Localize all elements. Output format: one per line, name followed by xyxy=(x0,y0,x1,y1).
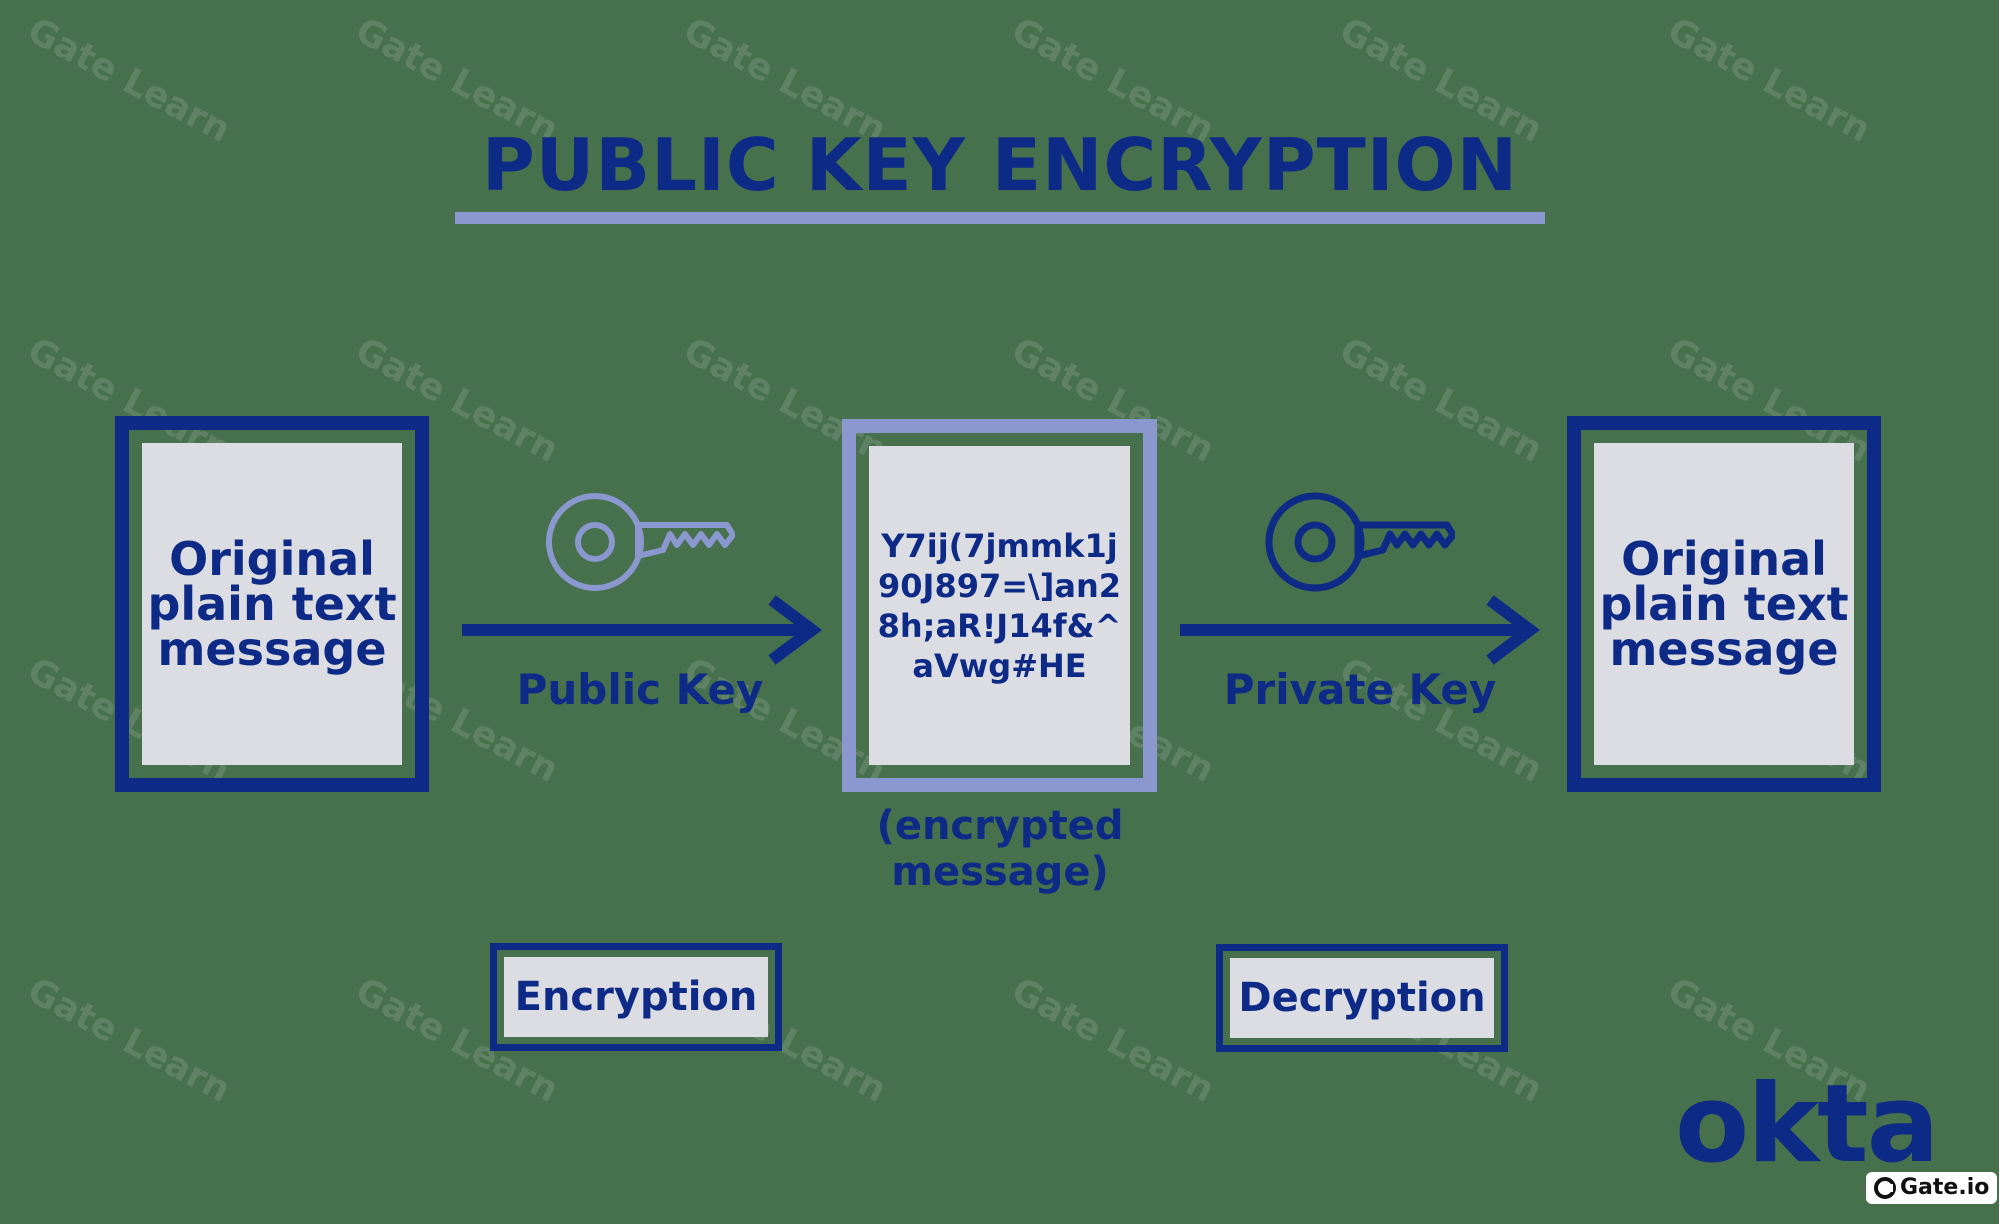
diagram-title: PUBLIC KEY ENCRYPTION xyxy=(482,123,1518,207)
public-key-label: Public Key xyxy=(516,665,764,714)
watermark: Gate Learn xyxy=(1660,10,1877,151)
gateio-badge-text: Gate.io xyxy=(1900,1175,1990,1200)
private-key-label: Private Key xyxy=(1223,665,1497,714)
okta-logo: okta xyxy=(1675,1062,1940,1187)
encrypted-document: Y7ij(7jmmk1j 90J897=\]an2 8h;aR!J14f&^ a… xyxy=(842,419,1157,792)
document-page: Original plain text message xyxy=(1594,443,1854,765)
gateio-badge: Gate.io xyxy=(1866,1172,1998,1204)
watermark: Gate Learn xyxy=(1332,330,1549,471)
arrow-right-icon xyxy=(1180,595,1540,665)
ciphertext-label: Y7ij(7jmmk1j 90J897=\]an2 8h;aR!J14f&^ a… xyxy=(877,526,1122,685)
plaintext-document-right: Original plain text message xyxy=(1567,416,1881,792)
encryption-box: Encryption xyxy=(490,943,782,1051)
title-underline xyxy=(455,212,1545,224)
private-key-icon xyxy=(1265,492,1455,592)
encryption-label: Encryption xyxy=(504,957,768,1037)
watermark: Gate Learn xyxy=(20,10,237,151)
plaintext-label-left: Original plain text message xyxy=(147,531,397,676)
watermark: Gate Learn xyxy=(20,970,237,1111)
plaintext-label-right: Original plain text message xyxy=(1599,531,1849,676)
decryption-box: Decryption xyxy=(1216,944,1508,1052)
document-page: Original plain text message xyxy=(142,443,402,765)
watermark: Gate Learn xyxy=(1004,970,1221,1111)
encrypted-message-caption: (encrypted message) xyxy=(876,803,1124,895)
public-key-icon xyxy=(546,493,735,591)
gateio-logo-icon xyxy=(1874,1177,1896,1199)
document-page: Y7ij(7jmmk1j 90J897=\]an2 8h;aR!J14f&^ a… xyxy=(869,446,1130,765)
arrow-right-icon xyxy=(462,595,822,665)
plaintext-document-left: Original plain text message xyxy=(115,416,429,792)
decryption-label: Decryption xyxy=(1230,958,1494,1038)
